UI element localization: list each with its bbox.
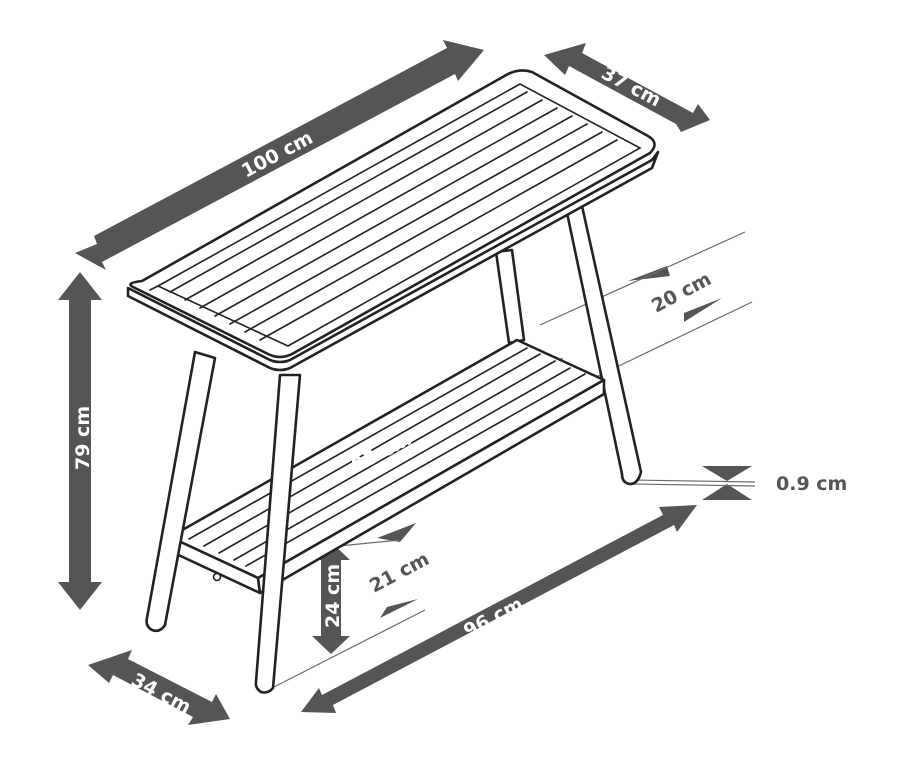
label-base-length: 96 cm [460, 593, 527, 643]
arrow-shelf-depth-upper [377, 523, 416, 542]
label-leg-tip: 0.9 cm [776, 473, 847, 495]
arrow-top-length [75, 40, 484, 270]
tabletop-surface [129, 69, 656, 359]
arrow-shelf-depth-lower [380, 599, 418, 618]
tabletop-front-edge [126, 150, 660, 372]
front-left-leg [145, 350, 217, 633]
back-right-leg [564, 204, 643, 486]
shelf-side-edge [256, 378, 606, 595]
label-shelf-height: 24 cm [322, 564, 344, 628]
shelf-bolt [212, 572, 222, 582]
arrow-shelf-height [312, 542, 350, 654]
arrow-base-length [301, 505, 697, 713]
arrow-top-depth [544, 43, 710, 132]
table-drawing [126, 69, 660, 694]
arrow-height [58, 272, 102, 610]
back-left-leg [494, 248, 526, 345]
tabletop-slats [149, 83, 642, 347]
arrow-base-depth [88, 650, 230, 725]
label-shelf-depth: 21 cm [366, 548, 433, 598]
extension-lines [267, 231, 756, 691]
label-height: 79 cm [72, 406, 94, 470]
front-right-leg [254, 373, 302, 694]
arrow-leg-tip-upper [702, 466, 752, 481]
arrow-shelf-gap-upper [628, 266, 670, 281]
arrow-shelf-gap-lower [684, 298, 722, 322]
arrow-leg-tip-lower [702, 484, 752, 500]
